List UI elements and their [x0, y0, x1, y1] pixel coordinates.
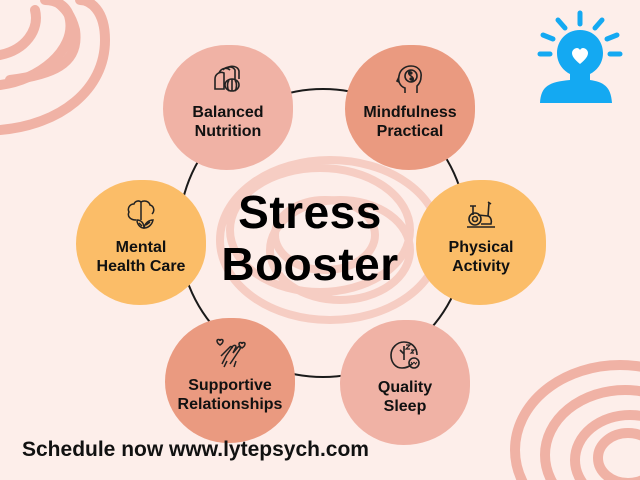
head-heart-idea-icon: [537, 10, 623, 103]
exercise-bike-icon: [467, 201, 495, 228]
title-line-1: Stress: [238, 186, 382, 238]
item-label: Nutrition: [194, 123, 262, 140]
item-label: Quality: [377, 379, 433, 396]
item-label: Activity: [452, 258, 510, 275]
item-balanced-nutrition: Balanced Nutrition: [163, 45, 293, 170]
item-label: Health Care: [96, 258, 186, 275]
mind-head-icon: [395, 65, 422, 93]
item-mental-health-care: Mental Health Care: [76, 180, 206, 305]
item-label: Sleep: [383, 398, 427, 415]
sleep-clock-icon: [390, 341, 420, 369]
item-label: Supportive: [188, 377, 272, 394]
scribble-top-left: [0, 0, 111, 135]
item-label: Mental: [115, 239, 167, 256]
item-label: Mindfulness: [363, 104, 457, 121]
item-mindfulness-practical: Mindfulness Practical: [345, 45, 475, 170]
item-label: Relationships: [177, 396, 283, 413]
page-title: Stress Booster: [190, 186, 430, 290]
bread-pumpkin-icon: [214, 65, 240, 92]
item-label: Balanced: [192, 104, 264, 121]
scribble-bottom-right: [510, 360, 640, 480]
title-line-2: Booster: [221, 238, 399, 290]
brain-leaf-icon: [127, 200, 155, 229]
item-quality-sleep: Quality Sleep: [340, 320, 470, 445]
item-supportive-relationships: Supportive Relationships: [165, 318, 295, 443]
item-physical-activity: Physical Activity: [416, 180, 546, 305]
item-label: Practical: [376, 123, 444, 140]
item-label: Physical: [448, 239, 514, 256]
footer-cta: Schedule now www.lytepsych.com: [22, 438, 369, 461]
hands-hearts-icon: [216, 338, 246, 368]
